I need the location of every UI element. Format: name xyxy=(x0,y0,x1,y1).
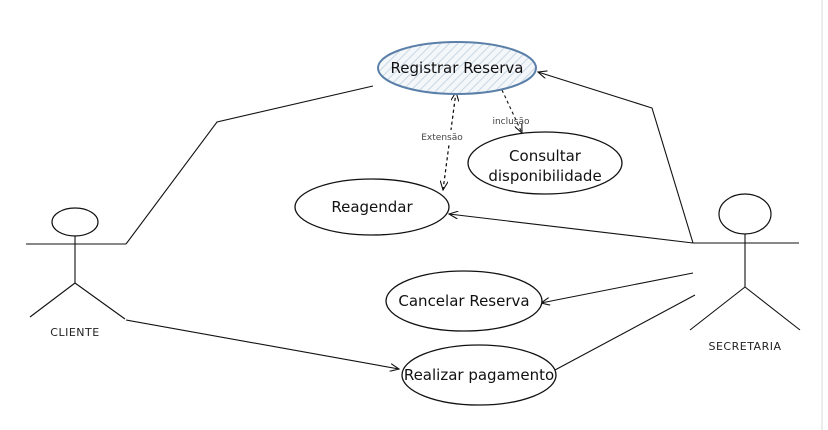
usecase-reagendar-label: Reagendar xyxy=(331,198,413,216)
actor-cliente-right-leg xyxy=(74,282,126,320)
usecase-consultar-label-line2: disponibilidade xyxy=(488,167,601,185)
usecase-reagendar[interactable]: Reagendar xyxy=(294,178,450,236)
extend-label-bg xyxy=(414,130,470,143)
actor-secretaria-label: SECRETARIA xyxy=(708,340,781,353)
usecase-consultar-label-line1: Consultar xyxy=(509,147,582,165)
include-registrar-consultar[interactable] xyxy=(501,89,522,133)
assoc-cliente-registrar[interactable] xyxy=(125,85,374,245)
usecase-registrar-reserva-shape xyxy=(377,41,537,95)
usecase-registrar-reserva[interactable]: Registrar Reserva xyxy=(377,41,537,95)
usecase-consultar-disponibilidade[interactable]: Consultar disponibilidade xyxy=(467,131,623,195)
extend-label: Extensão xyxy=(421,133,463,143)
assoc-cliente-pagamento[interactable] xyxy=(125,319,399,369)
usecase-reagendar-shape xyxy=(294,178,450,236)
actor-cliente[interactable]: CLIENTE xyxy=(26,207,126,339)
actor-secretaria-left-leg xyxy=(689,286,746,331)
actor-secretaria[interactable]: SECRETARIA xyxy=(689,193,801,353)
actor-secretaria-right-leg xyxy=(744,286,801,331)
usecase-consultar-shape xyxy=(467,131,623,195)
actor-cliente-label: CLIENTE xyxy=(50,326,99,339)
assoc-secretaria-cancelar[interactable] xyxy=(541,272,694,303)
actor-secretaria-head xyxy=(718,193,772,235)
actor-cliente-left-leg xyxy=(29,282,76,318)
assoc-secretaria-pagamento[interactable] xyxy=(554,294,696,371)
usecase-registrar-reserva-label: Registrar Reserva xyxy=(391,59,524,77)
assoc-secretaria-registrar[interactable] xyxy=(538,72,694,244)
actor-cliente-head xyxy=(51,207,99,237)
include-label: inclusão xyxy=(492,117,530,127)
usecase-cancelar-reserva[interactable]: Cancelar Reserva xyxy=(385,270,543,332)
usecase-cancelar-shape xyxy=(385,270,543,332)
usecase-realizar-pagamento-shape xyxy=(401,344,557,406)
usecase-realizar-pagamento-label: Realizar pagamento xyxy=(404,366,554,384)
usecase-realizar-pagamento[interactable]: Realizar pagamento xyxy=(401,344,557,406)
assoc-secretaria-reagendar[interactable] xyxy=(449,214,694,244)
usecase-cancelar-label: Cancelar Reserva xyxy=(398,292,529,310)
